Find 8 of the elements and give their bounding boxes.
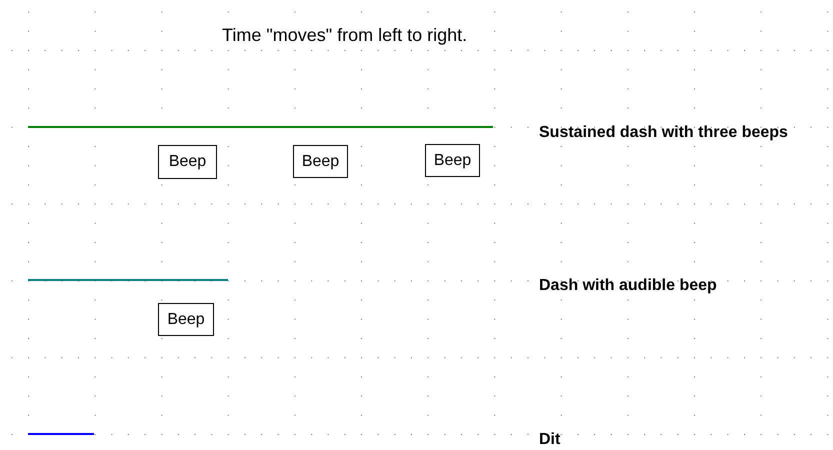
- legend-label: Sustained dash with three beeps: [539, 124, 788, 142]
- beep-box: Beep: [425, 144, 480, 177]
- title: Time "moves" from left to right.: [222, 25, 468, 46]
- beep-box: Beep: [158, 145, 217, 179]
- beep-box: Beep: [158, 303, 214, 336]
- legend-label: Dash with audible beep: [539, 277, 717, 295]
- legend-label: Dit: [539, 431, 560, 449]
- beep-box: Beep: [293, 145, 348, 178]
